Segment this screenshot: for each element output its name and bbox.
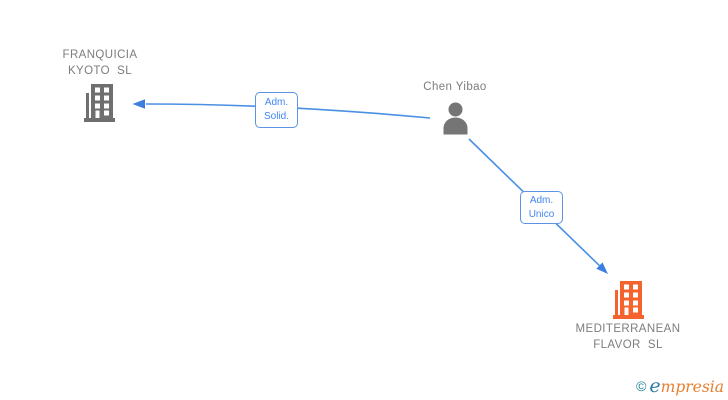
- node-label-line: FRANQUICIA: [62, 49, 138, 61]
- node-label-chen-yibao[interactable]: Chen Yibao: [385, 79, 525, 95]
- node-label-line: MEDITERRANEAN: [575, 323, 681, 335]
- empresia-logo[interactable]: ©empresia: [636, 375, 724, 397]
- node-label-franquicia-kyoto[interactable]: FRANQUICIA KYOTO SL: [30, 47, 170, 79]
- edge-label-line: Solid.: [263, 111, 289, 122]
- edge-label-line: Adm.: [529, 194, 554, 206]
- node-label-line: Chen Yibao: [423, 81, 487, 93]
- building-icon[interactable]: [613, 281, 644, 324]
- node-label-line: KYOTO SL: [67, 65, 133, 77]
- brand-name: mpresia: [660, 378, 724, 396]
- edge-label-line: Adm.: [264, 97, 289, 108]
- brand-first-letter: e: [649, 375, 661, 397]
- edge-adm-unico-arrowhead: [596, 262, 608, 274]
- edge-label-adm-unico[interactable]: Adm. Unico: [520, 191, 563, 224]
- building-icon[interactable]: [84, 84, 115, 127]
- person-icon[interactable]: [442, 102, 469, 140]
- edge-adm-solid-arrowhead: [132, 99, 145, 109]
- node-label-mediterranean-flavor[interactable]: MEDITERRANEAN FLAVOR SL: [558, 321, 698, 353]
- edge-label-adm-solid[interactable]: Adm. Solid.: [255, 92, 298, 128]
- edge-label-line: Unico: [528, 208, 555, 220]
- node-label-line: FLAVOR SL: [593, 339, 663, 351]
- copyright-icon: ©: [636, 378, 647, 394]
